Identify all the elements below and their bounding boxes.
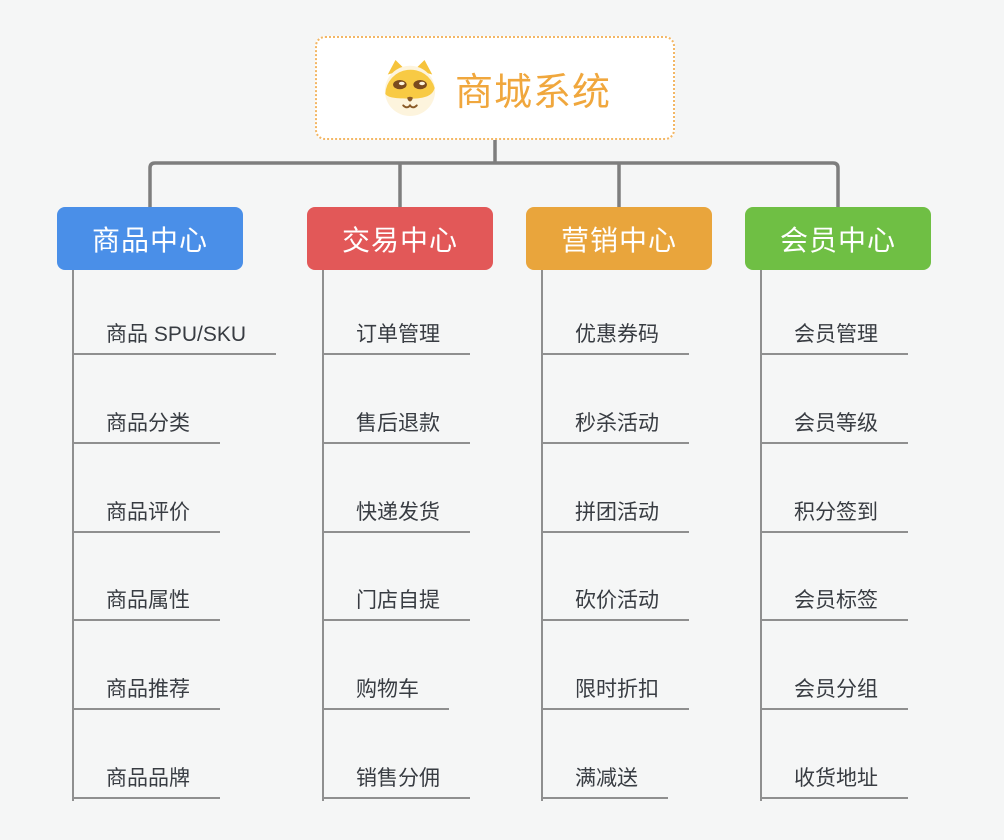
- dog-face-icon: [384, 59, 436, 117]
- bus-line: [148, 161, 840, 208]
- branch-spine-line: [760, 270, 762, 801]
- root-node-mall-system[interactable]: 商城系统: [315, 36, 675, 140]
- branch-node-3[interactable]: 营销中心: [526, 207, 712, 270]
- leaf-node[interactable]: 秒杀活动: [541, 412, 689, 444]
- leaf-node[interactable]: 满减送: [541, 767, 668, 799]
- branch-node-1[interactable]: 商品中心: [57, 207, 243, 270]
- leaf-node[interactable]: 快递发货: [322, 501, 470, 533]
- branch-node-4[interactable]: 会员中心: [745, 207, 931, 270]
- branch-spine-line: [72, 270, 74, 801]
- leaf-node[interactable]: 购物车: [322, 678, 449, 710]
- leaf-node[interactable]: 会员分组: [760, 678, 908, 710]
- branch-spine-line: [322, 270, 324, 801]
- leaf-node[interactable]: 收货地址: [760, 767, 908, 799]
- leaf-node[interactable]: 售后退款: [322, 412, 470, 444]
- leaf-node[interactable]: 限时折扣: [541, 678, 689, 710]
- leaf-node[interactable]: 商品品牌: [72, 767, 220, 799]
- leaf-node[interactable]: 商品推荐: [72, 678, 220, 710]
- leaf-node[interactable]: 积分签到: [760, 501, 908, 533]
- leaf-node[interactable]: 商品分类: [72, 412, 220, 444]
- leaf-node[interactable]: 会员标签: [760, 589, 908, 621]
- leaf-node[interactable]: 销售分佣: [322, 767, 470, 799]
- leaf-node[interactable]: 会员等级: [760, 412, 908, 444]
- leaf-node[interactable]: 商品 SPU/SKU: [72, 323, 277, 355]
- leaf-node[interactable]: 商品评价: [72, 501, 220, 533]
- branch-spine-line: [541, 270, 543, 801]
- leaf-node[interactable]: 门店自提: [322, 589, 470, 621]
- leaf-node[interactable]: 会员管理: [760, 323, 908, 355]
- leaf-node[interactable]: 砍价活动: [541, 589, 689, 621]
- leaf-node[interactable]: 优惠券码: [541, 323, 689, 355]
- leaf-node[interactable]: 订单管理: [322, 323, 470, 355]
- branch-node-2[interactable]: 交易中心: [307, 207, 493, 270]
- root-title: 商城系统: [454, 71, 611, 114]
- leaf-node[interactable]: 商品属性: [72, 589, 220, 621]
- leaf-node[interactable]: 拼团活动: [541, 501, 689, 533]
